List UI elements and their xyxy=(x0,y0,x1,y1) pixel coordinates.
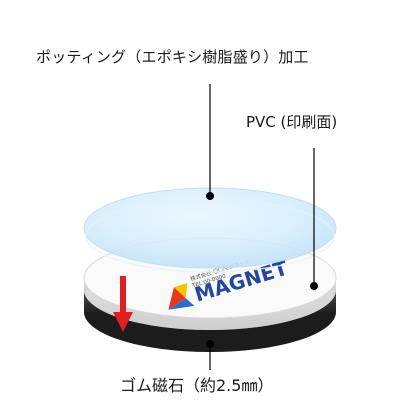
leader-epoxy xyxy=(206,84,214,200)
down-arrow-icon xyxy=(113,276,133,332)
leader-pvc xyxy=(310,148,318,290)
potting-label: ポッティング（エポキシ樹脂盛り）加工 xyxy=(36,48,309,66)
pvc-label: PVC (印刷面) xyxy=(246,113,338,131)
magnet-label: ゴム磁石（約2.5㎜） xyxy=(120,376,274,395)
magnet-logo-icon xyxy=(168,282,195,310)
leader-magnet xyxy=(206,340,214,370)
